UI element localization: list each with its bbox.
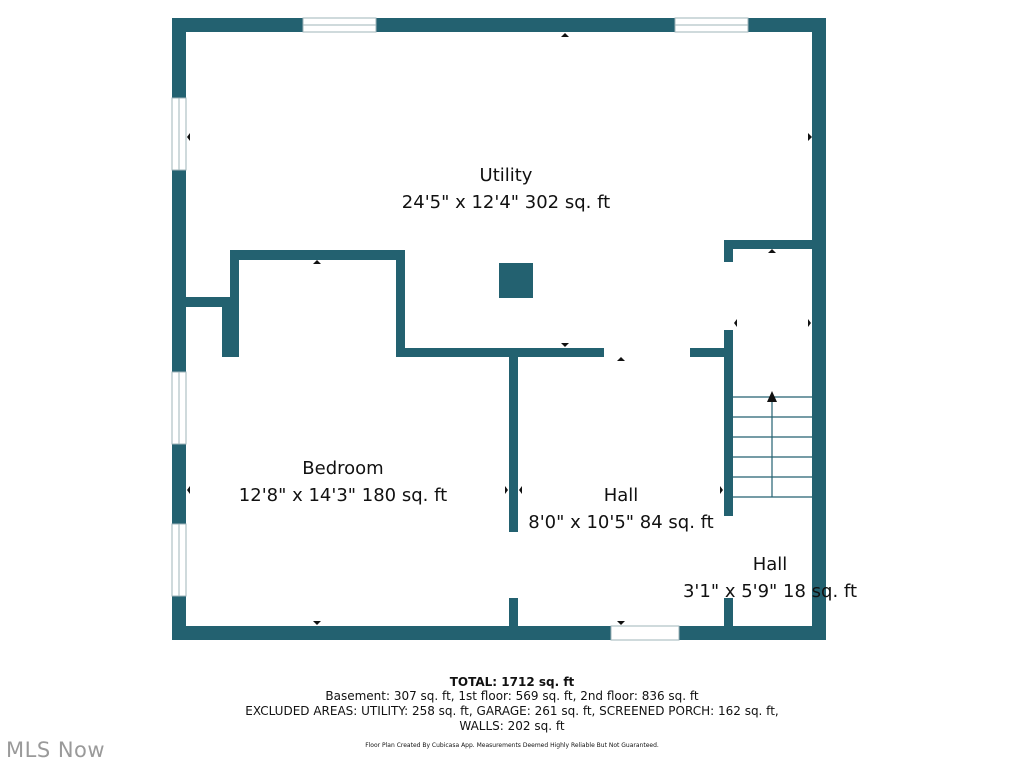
room-name-hall-center: Hall	[604, 485, 639, 506]
wall-right	[812, 18, 826, 640]
room-name-bedroom: Bedroom	[302, 458, 383, 479]
walls-area: WALLS: 202 sq. ft	[459, 719, 565, 733]
room-name-hall-right: Hall	[753, 554, 788, 575]
chimney	[499, 263, 533, 298]
wall-bedroom-top-right	[396, 250, 405, 357]
wall-stair-left-top	[724, 240, 733, 262]
wall-bedroom-top	[230, 250, 405, 260]
stairs	[733, 391, 812, 498]
total-area: TOTAL: 1712 sq. ft	[449, 675, 575, 689]
wall-hall-right-top	[690, 348, 733, 357]
room-dims-bedroom: 12'8" x 14'3" 180 sq. ft	[239, 485, 447, 506]
room-dims-hall-right: 3'1" x 5'9" 18 sq. ft	[683, 581, 857, 602]
wall-bedroom-top-left	[230, 250, 239, 357]
wall-stair-left	[724, 330, 733, 516]
watermark: MLS Now	[6, 738, 106, 762]
walls	[172, 18, 826, 640]
openings	[171, 17, 749, 641]
wall-closet-top	[186, 297, 230, 307]
stair-arrow-up-icon	[767, 391, 777, 402]
room-dims-hall-center: 8'0" x 10'5" 84 sq. ft	[528, 512, 713, 533]
wall-left	[172, 18, 186, 640]
wall-bedroom-hall-upper	[509, 357, 518, 532]
room-labels: Utility 24'5" x 12'4" 302 sq. ft Bedroom…	[239, 165, 857, 602]
floor-breakdown: Basement: 307 sq. ft, 1st floor: 569 sq.…	[325, 689, 699, 703]
dimension-markers	[187, 33, 812, 625]
wall-stair-top	[724, 240, 812, 249]
wall-bottom	[172, 626, 826, 640]
room-dims-utility: 24'5" x 12'4" 302 sq. ft	[402, 192, 610, 213]
wall-small-hall-bottom	[724, 598, 733, 626]
wall-bedroom-hall-top	[396, 348, 604, 357]
wall-bedroom-hall-lower	[509, 598, 518, 626]
room-name-utility: Utility	[480, 165, 533, 186]
excluded-areas: EXCLUDED AREAS: UTILITY: 258 sq. ft, GAR…	[245, 704, 779, 718]
credit-note: Floor Plan Created By Cubicasa App. Meas…	[365, 742, 659, 749]
door-bottom	[610, 625, 680, 641]
